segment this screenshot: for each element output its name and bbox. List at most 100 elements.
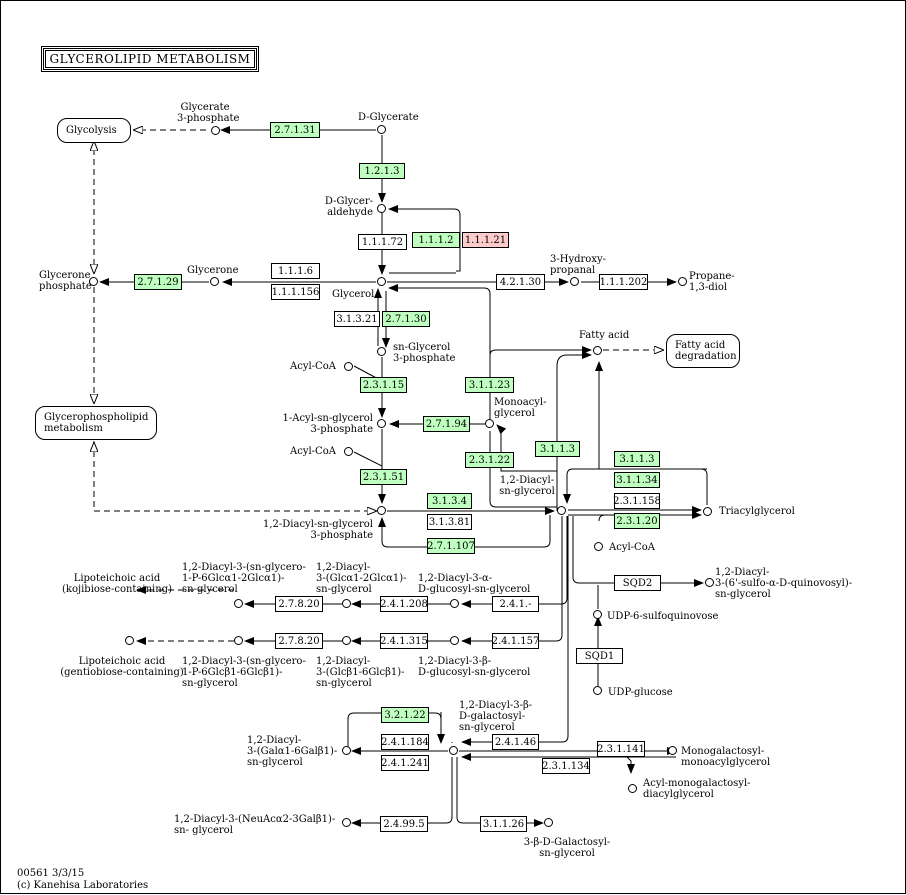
compound-sulfoquinovosyl[interactable] bbox=[705, 578, 714, 587]
enzyme-2.3.1.134[interactable]: 2.3.1.134 bbox=[542, 758, 590, 774]
enzyme-1.1.1.202[interactable]: 1.1.1.202 bbox=[599, 274, 648, 290]
enzyme-2.4.1.184[interactable]: 2.4.1.184 bbox=[381, 734, 429, 750]
map-glycolysis[interactable]: Glycolysis bbox=[57, 118, 131, 143]
compound-dag-b-glc[interactable] bbox=[450, 636, 459, 645]
compound-dag-a-glc[interactable] bbox=[450, 599, 459, 608]
enzyme-2.4.1.157[interactable]: 2.4.1.157 bbox=[492, 633, 539, 649]
compound-diacyl-sn-glycerol[interactable] bbox=[557, 506, 566, 515]
compound-monoacylglycerol[interactable] bbox=[485, 419, 494, 428]
compound-fatty-acid[interactable] bbox=[593, 346, 602, 355]
label-acyl-coa-2: Acyl-CoA bbox=[290, 446, 336, 457]
enzyme-2.3.1.20[interactable]: 2.3.1.20 bbox=[614, 513, 660, 529]
enzyme-3.1.3.21[interactable]: 3.1.3.21 bbox=[334, 311, 380, 327]
compound-udp-sulfoquinovose[interactable] bbox=[593, 610, 602, 619]
enzyme-3.1.3.81[interactable]: 3.1.3.81 bbox=[427, 514, 472, 530]
enzyme-3.2.1.22[interactable]: 3.2.1.22 bbox=[381, 707, 429, 723]
compound-dag-gal-a-gal[interactable] bbox=[342, 746, 351, 755]
label-monoacylglycerol: Monoacyl- glycerol bbox=[494, 397, 547, 419]
label-dag-a-glc: 1,2-Diacyl-3-α- D-glucosyl-sn-glycerol bbox=[418, 573, 531, 595]
enzyme-1.1.1.6[interactable]: 1.1.1.6 bbox=[271, 263, 320, 279]
compound-dag-b-gal[interactable] bbox=[449, 746, 458, 755]
enzyme-1.1.1.72[interactable]: 1.1.1.72 bbox=[358, 234, 407, 250]
compound-d-glyceraldehyde[interactable] bbox=[377, 204, 386, 213]
label-lta-kojibiose: Lipoteichoic acid (kojibiose-containing) bbox=[62, 573, 172, 595]
enzyme-2.4.1.-[interactable]: 2.4.1.- bbox=[492, 596, 539, 612]
label-sn-glycerol-3p: sn-Glycerol 3-phosphate bbox=[393, 342, 456, 364]
enzyme-2.3.1.15[interactable]: 2.3.1.15 bbox=[360, 377, 407, 393]
enzyme-3.1.1.26[interactable]: 3.1.1.26 bbox=[480, 816, 527, 832]
label-monogalactosyl: Monogalactosyl- monoacylglycerol bbox=[681, 746, 771, 768]
map-glycerophospholipid[interactable]: Glycerophospholipid metabolism bbox=[35, 406, 157, 440]
enzyme-2.7.1.94[interactable]: 2.7.1.94 bbox=[423, 416, 470, 432]
compound-propanediol[interactable] bbox=[678, 277, 687, 286]
label-udp-sulfoquinovose: UDP-6-sulfoquinovose bbox=[607, 611, 719, 622]
compound-dag-glc-glc-p[interactable] bbox=[234, 599, 243, 608]
enzyme-3.1.3.4[interactable]: 3.1.3.4 bbox=[427, 493, 472, 509]
compound-diacyl-sn-glycerol-3p[interactable] bbox=[377, 506, 386, 515]
compound-hydroxypropanal[interactable] bbox=[570, 277, 579, 286]
enzyme-3.1.1.3-b[interactable]: 3.1.1.3 bbox=[614, 451, 660, 467]
enzyme-2.3.1.158[interactable]: 2.3.1.158 bbox=[613, 493, 661, 509]
enzyme-1.1.1.2[interactable]: 1.1.1.2 bbox=[412, 232, 460, 248]
compound-triacylglycerol[interactable] bbox=[703, 507, 712, 516]
compound-acyl-coa-1[interactable] bbox=[344, 362, 353, 371]
compound-dag-glc-b-glc[interactable] bbox=[342, 636, 351, 645]
label-propanediol: Propane- 1,3-diol bbox=[689, 271, 735, 293]
compound-acyl-monogalactosyl[interactable] bbox=[628, 784, 637, 793]
enzyme-2.7.8.20-b[interactable]: 2.7.8.20 bbox=[275, 633, 323, 649]
compound-b-d-galactosyl[interactable] bbox=[544, 818, 553, 827]
compound-dag-glc-glc[interactable] bbox=[342, 599, 351, 608]
map-fatty-acid-degradation[interactable]: Fatty acid degradation bbox=[666, 334, 740, 368]
enzyme-2.7.1.107[interactable]: 2.7.1.107 bbox=[427, 538, 475, 554]
compound-dag-glc-b-p[interactable] bbox=[234, 636, 243, 645]
compound-lta-gentiobiose[interactable] bbox=[125, 636, 134, 645]
enzyme-2.4.1.315[interactable]: 2.4.1.315 bbox=[380, 633, 428, 649]
compound-udp-glucose[interactable] bbox=[593, 686, 602, 695]
compound-monogalactosyl[interactable] bbox=[668, 746, 677, 755]
compound-glycerone-phosphate[interactable] bbox=[89, 277, 98, 286]
enzyme-2.3.1.141[interactable]: 2.3.1.141 bbox=[597, 741, 645, 757]
enzyme-2.3.1.51[interactable]: 2.3.1.51 bbox=[360, 469, 407, 485]
enzyme-4.2.1.30[interactable]: 4.2.1.30 bbox=[496, 274, 545, 290]
label-diacyl-sn-glycerol-3p: 1,2-Diacyl-sn-glycerol 3-phosphate bbox=[262, 519, 373, 541]
footer-copyright: (c) Kanehisa Laboratories bbox=[17, 880, 149, 891]
label-diacyl-sn-glycerol: 1,2-Diacyl- sn-glycerol bbox=[499, 475, 555, 497]
enzyme-3.1.1.23[interactable]: 3.1.1.23 bbox=[465, 377, 514, 393]
compound-dag-neuac[interactable] bbox=[342, 818, 351, 827]
compound-acyl-coa-3[interactable] bbox=[594, 542, 603, 551]
label-glycerate-3p: Glycerate 3-phosphate bbox=[177, 102, 240, 124]
enzyme-2.7.8.20-a[interactable]: 2.7.8.20 bbox=[275, 596, 323, 612]
enzyme-2.7.1.29[interactable]: 2.7.1.29 bbox=[134, 274, 182, 290]
compound-glycerate-3p[interactable] bbox=[211, 126, 220, 135]
label-dag-b-glc: 1,2-Diacyl-3-β- D-glucosyl-sn-glycerol bbox=[418, 656, 531, 678]
compound-glycerone[interactable] bbox=[210, 277, 219, 286]
compound-sn-glycerol-3p[interactable] bbox=[377, 347, 386, 356]
enzyme-3.1.1.34[interactable]: 3.1.1.34 bbox=[614, 472, 660, 488]
enzyme-SQD2[interactable]: SQD2 bbox=[614, 575, 661, 591]
compound-glycerol[interactable] bbox=[377, 277, 386, 286]
label-glycerone-phosphate: Glycerone phosphate bbox=[39, 270, 92, 292]
enzyme-1.2.1.3[interactable]: 1.2.1.3 bbox=[359, 163, 405, 179]
enzyme-2.7.1.30[interactable]: 2.7.1.30 bbox=[382, 311, 430, 327]
compound-acyl-coa-2[interactable] bbox=[344, 447, 353, 456]
enzyme-2.4.1.46[interactable]: 2.4.1.46 bbox=[492, 734, 539, 750]
enzyme-1.1.1.21[interactable]: 1.1.1.21 bbox=[462, 232, 509, 248]
label-dag-glc-glc: 1,2-Diacyl- 3-(Glcα1-2Glcα1)- sn-glycero… bbox=[316, 562, 407, 595]
label-acyl-monogalactosyl: Acyl-monogalactosyl- diacylglycerol bbox=[643, 778, 751, 800]
enzyme-3.1.1.3-a[interactable]: 3.1.1.3 bbox=[535, 441, 580, 457]
enzyme-2.3.1.22[interactable]: 2.3.1.22 bbox=[465, 452, 514, 468]
enzyme-2.4.1.241[interactable]: 2.4.1.241 bbox=[381, 755, 429, 771]
label-dag-glc-b-glc: 1,2-Diacyl- 3-(Glcβ1-6Glcβ1)- sn-glycero… bbox=[316, 656, 405, 689]
enzyme-2.7.1.31[interactable]: 2.7.1.31 bbox=[270, 122, 320, 138]
enzyme-2.4.99.5[interactable]: 2.4.99.5 bbox=[380, 816, 428, 832]
compound-acyl-sn-glycerol-3p[interactable] bbox=[377, 419, 386, 428]
label-fatty-acid: Fatty acid bbox=[579, 330, 630, 341]
enzyme-SQD1[interactable]: SQD1 bbox=[576, 648, 623, 664]
enzyme-1.1.1.156[interactable]: 1.1.1.156 bbox=[271, 284, 320, 300]
compound-d-glycerate[interactable] bbox=[377, 125, 386, 134]
label-triacylglycerol: Triacylglycerol bbox=[719, 506, 795, 517]
page-title: GLYCEROLIPID METABOLISM bbox=[41, 46, 259, 72]
enzyme-2.4.1.208[interactable]: 2.4.1.208 bbox=[380, 596, 428, 612]
